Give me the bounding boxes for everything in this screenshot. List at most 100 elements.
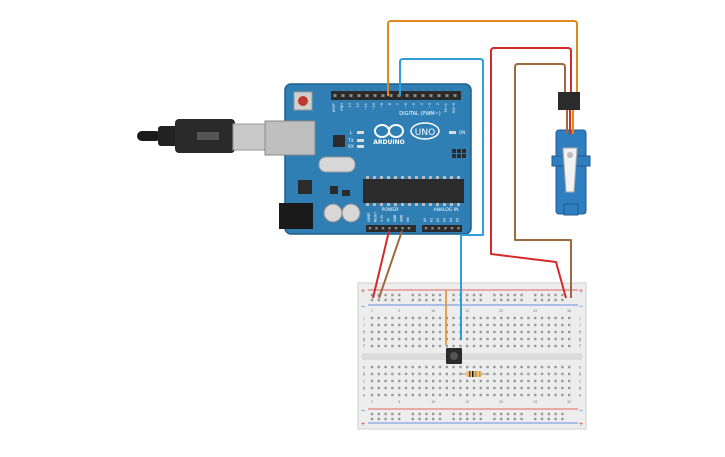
breadboard-hole[interactable] bbox=[554, 365, 557, 369]
breadboard-hole[interactable] bbox=[479, 344, 482, 348]
breadboard-hole[interactable] bbox=[384, 337, 387, 341]
breadboard-hole[interactable] bbox=[425, 386, 428, 390]
breadboard-hole[interactable] bbox=[459, 412, 462, 416]
breadboard-hole[interactable] bbox=[438, 393, 442, 397]
breadboard-hole[interactable] bbox=[472, 379, 476, 383]
analog-pin-hole[interactable] bbox=[437, 227, 441, 230]
breadboard-hole[interactable] bbox=[506, 344, 510, 348]
breadboard-hole[interactable] bbox=[411, 337, 414, 341]
breadboard-hole[interactable] bbox=[432, 323, 435, 327]
breadboard-hole[interactable] bbox=[479, 393, 482, 397]
breadboard-hole[interactable] bbox=[540, 337, 544, 341]
breadboard-hole[interactable] bbox=[540, 330, 544, 334]
breadboard-hole[interactable] bbox=[561, 412, 564, 416]
breadboard-hole[interactable] bbox=[472, 417, 476, 421]
breadboard-hole[interactable] bbox=[466, 386, 469, 390]
breadboard-hole[interactable] bbox=[384, 298, 387, 302]
breadboard-hole[interactable] bbox=[391, 293, 394, 297]
breadboard-hole[interactable] bbox=[370, 337, 374, 341]
breadboard-hole[interactable] bbox=[459, 417, 462, 421]
power-pin-hole[interactable] bbox=[394, 227, 398, 230]
breadboard-hole[interactable] bbox=[513, 330, 516, 334]
digital-pin-hole[interactable] bbox=[365, 94, 369, 97]
breadboard-hole[interactable] bbox=[500, 330, 503, 334]
breadboard-hole[interactable] bbox=[540, 316, 544, 320]
breadboard-hole[interactable] bbox=[411, 417, 414, 421]
breadboard-hole[interactable] bbox=[527, 344, 530, 348]
breadboard-hole[interactable] bbox=[438, 298, 442, 302]
power-pin-hole[interactable] bbox=[381, 227, 385, 230]
breadboard-hole[interactable] bbox=[486, 316, 489, 320]
breadboard-hole[interactable] bbox=[391, 298, 394, 302]
breadboard-hole[interactable] bbox=[452, 379, 455, 383]
breadboard-hole[interactable] bbox=[554, 316, 557, 320]
reset-button-cap[interactable] bbox=[298, 96, 308, 106]
breadboard-hole[interactable] bbox=[404, 337, 408, 341]
breadboard-hole[interactable] bbox=[561, 393, 564, 397]
wire-blue-d8-button[interactable] bbox=[399, 58, 484, 340]
breadboard-hole[interactable] bbox=[398, 393, 401, 397]
breadboard-hole[interactable] bbox=[466, 344, 469, 348]
breadboard-hole[interactable] bbox=[547, 298, 550, 302]
breadboard-hole[interactable] bbox=[506, 337, 510, 341]
breadboard-hole[interactable] bbox=[547, 417, 550, 421]
breadboard-hole[interactable] bbox=[425, 417, 428, 421]
breadboard-hole[interactable] bbox=[418, 344, 421, 348]
breadboard-hole[interactable] bbox=[418, 379, 421, 383]
breadboard-hole[interactable] bbox=[540, 298, 544, 302]
breadboard-hole[interactable] bbox=[506, 323, 510, 327]
breadboard-hole[interactable] bbox=[445, 344, 448, 348]
breadboard-hole[interactable] bbox=[554, 337, 557, 341]
breadboard-hole[interactable] bbox=[493, 379, 496, 383]
breadboard-hole[interactable] bbox=[547, 344, 550, 348]
breadboard-hole[interactable] bbox=[370, 330, 374, 334]
breadboard-hole[interactable] bbox=[534, 372, 537, 376]
breadboard-hole[interactable] bbox=[398, 412, 401, 416]
wire-orange-d9-servo-signal[interactable] bbox=[387, 20, 578, 96]
breadboard-hole[interactable] bbox=[432, 412, 435, 416]
breadboard-hole[interactable] bbox=[398, 379, 401, 383]
breadboard-hole[interactable] bbox=[452, 386, 455, 390]
pushbutton-cap[interactable] bbox=[450, 352, 458, 360]
digital-pin-hole[interactable] bbox=[413, 94, 417, 97]
breadboard-hole[interactable] bbox=[425, 372, 428, 376]
breadboard-hole[interactable] bbox=[370, 393, 374, 397]
breadboard-hole[interactable] bbox=[384, 365, 387, 369]
breadboard-hole[interactable] bbox=[377, 323, 380, 327]
breadboard-hole[interactable] bbox=[384, 379, 387, 383]
breadboard-hole[interactable] bbox=[418, 293, 421, 297]
breadboard-hole[interactable] bbox=[547, 330, 550, 334]
breadboard-hole[interactable] bbox=[472, 386, 476, 390]
breadboard-hole[interactable] bbox=[479, 293, 482, 297]
breadboard-hole[interactable] bbox=[479, 417, 482, 421]
breadboard-hole[interactable] bbox=[411, 412, 414, 416]
breadboard-hole[interactable] bbox=[452, 372, 455, 376]
breadboard-hole[interactable] bbox=[520, 330, 523, 334]
breadboard-hole[interactable] bbox=[520, 379, 523, 383]
breadboard-hole[interactable] bbox=[486, 365, 489, 369]
breadboard-hole[interactable] bbox=[411, 365, 414, 369]
breadboard-hole[interactable] bbox=[384, 393, 387, 397]
breadboard-hole[interactable] bbox=[391, 365, 394, 369]
breadboard-hole[interactable] bbox=[554, 412, 557, 416]
breadboard-hole[interactable] bbox=[445, 337, 448, 341]
breadboard-hole[interactable] bbox=[472, 412, 476, 416]
breadboard-hole[interactable] bbox=[479, 330, 482, 334]
breadboard-hole[interactable] bbox=[493, 393, 496, 397]
digital-pin-hole[interactable] bbox=[333, 94, 337, 97]
breadboard-hole[interactable] bbox=[370, 298, 374, 302]
breadboard-hole[interactable] bbox=[438, 323, 442, 327]
breadboard-hole[interactable] bbox=[398, 330, 401, 334]
breadboard-hole[interactable] bbox=[466, 323, 469, 327]
breadboard-hole[interactable] bbox=[493, 372, 496, 376]
breadboard-hole[interactable] bbox=[452, 316, 455, 320]
breadboard-hole[interactable] bbox=[534, 337, 537, 341]
breadboard-hole[interactable] bbox=[384, 293, 387, 297]
breadboard-hole[interactable] bbox=[540, 323, 544, 327]
breadboard-hole[interactable] bbox=[534, 365, 537, 369]
breadboard-hole[interactable] bbox=[540, 344, 544, 348]
breadboard-hole[interactable] bbox=[411, 372, 414, 376]
breadboard-hole[interactable] bbox=[432, 417, 435, 421]
breadboard-hole[interactable] bbox=[506, 412, 510, 416]
breadboard-hole[interactable] bbox=[540, 412, 544, 416]
